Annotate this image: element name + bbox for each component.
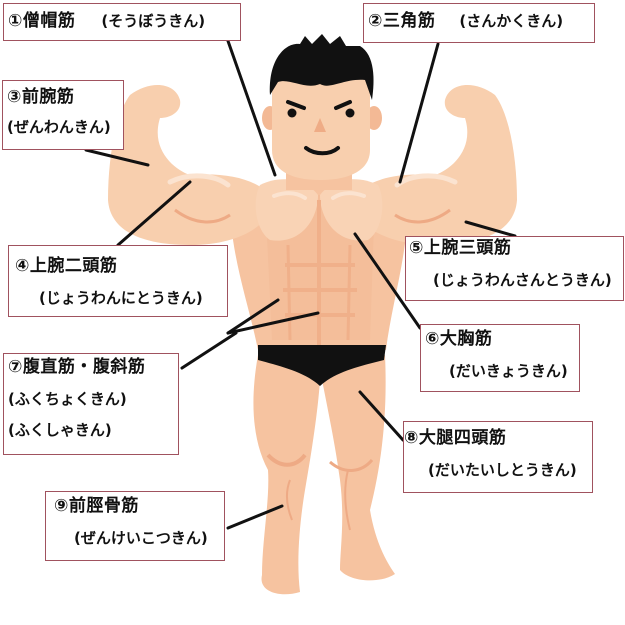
label-number: ⑨ [54,496,69,516]
label-abdominals: ⑦ 腹直筋・腹斜筋 (ふくちょくきん) (ふくしゃきん) [3,353,179,455]
muscle-name: 上腕二頭筋 [29,256,118,276]
muscle-reading: (だいきょうきん) [449,362,568,380]
label-deltoid: ② 三角筋 (さんかくきん) [363,3,595,43]
label-number: ⑥ [425,329,440,349]
muscle-reading: (ぜんわんきん) [7,118,111,136]
muscle-name: 僧帽筋 [22,11,76,31]
chest-abs [255,179,383,350]
leader-lines [84,39,517,530]
muscle-reading: (じょうわんにとうきん) [39,289,203,307]
label-number: ④ [15,256,30,276]
label-quadriceps: ⑧ 大腿四頭筋 (だいたいしとうきん) [403,421,593,493]
muscle-reading: (さんかくきん) [459,12,564,30]
muscle-reading: (そうぼうきん) [101,12,206,30]
label-number: ① [8,11,23,31]
briefs [258,345,386,386]
muscle-reading-2: (ふくしゃきん) [8,421,112,439]
muscle-reading: (じょうわんさんとうきん) [433,271,612,289]
label-forearm: ③ 前腕筋 (ぜんわんきん) [2,80,124,150]
head [262,34,382,190]
muscle-name: 前脛骨筋 [68,496,139,516]
muscle-name: 前腕筋 [21,87,75,107]
label-pectoralis: ⑥ 大胸筋 (だいきょうきん) [420,324,580,392]
label-number: ⑧ [404,428,419,448]
label-tibialis-anterior: ⑨ 前脛骨筋 (ぜんけいこつきん) [45,491,225,561]
label-number: ⑦ [8,357,23,377]
legs [253,355,395,595]
muscle-name: 大腿四頭筋 [418,428,507,448]
muscle-name: 腹直筋・腹斜筋 [22,357,146,377]
muscle-name: 三角筋 [382,11,436,31]
label-biceps: ④ 上腕二頭筋 (じょうわんにとうきん) [8,245,228,317]
label-number: ② [368,11,383,31]
muscle-name: 上腕三頭筋 [423,238,512,258]
label-triceps: ⑤ 上腕三頭筋 (じょうわんさんとうきん) [405,236,624,301]
muscle-reading: (ぜんけいこつきん) [74,529,208,547]
label-number: ⑤ [409,238,424,258]
label-number: ③ [7,87,22,107]
muscle-reading: (ふくちょくきん) [8,390,127,408]
label-trapezius: ① 僧帽筋 (そうぼうきん) [3,3,241,41]
muscle-name: 大胸筋 [439,329,493,349]
muscle-reading: (だいたいしとうきん) [428,461,577,479]
